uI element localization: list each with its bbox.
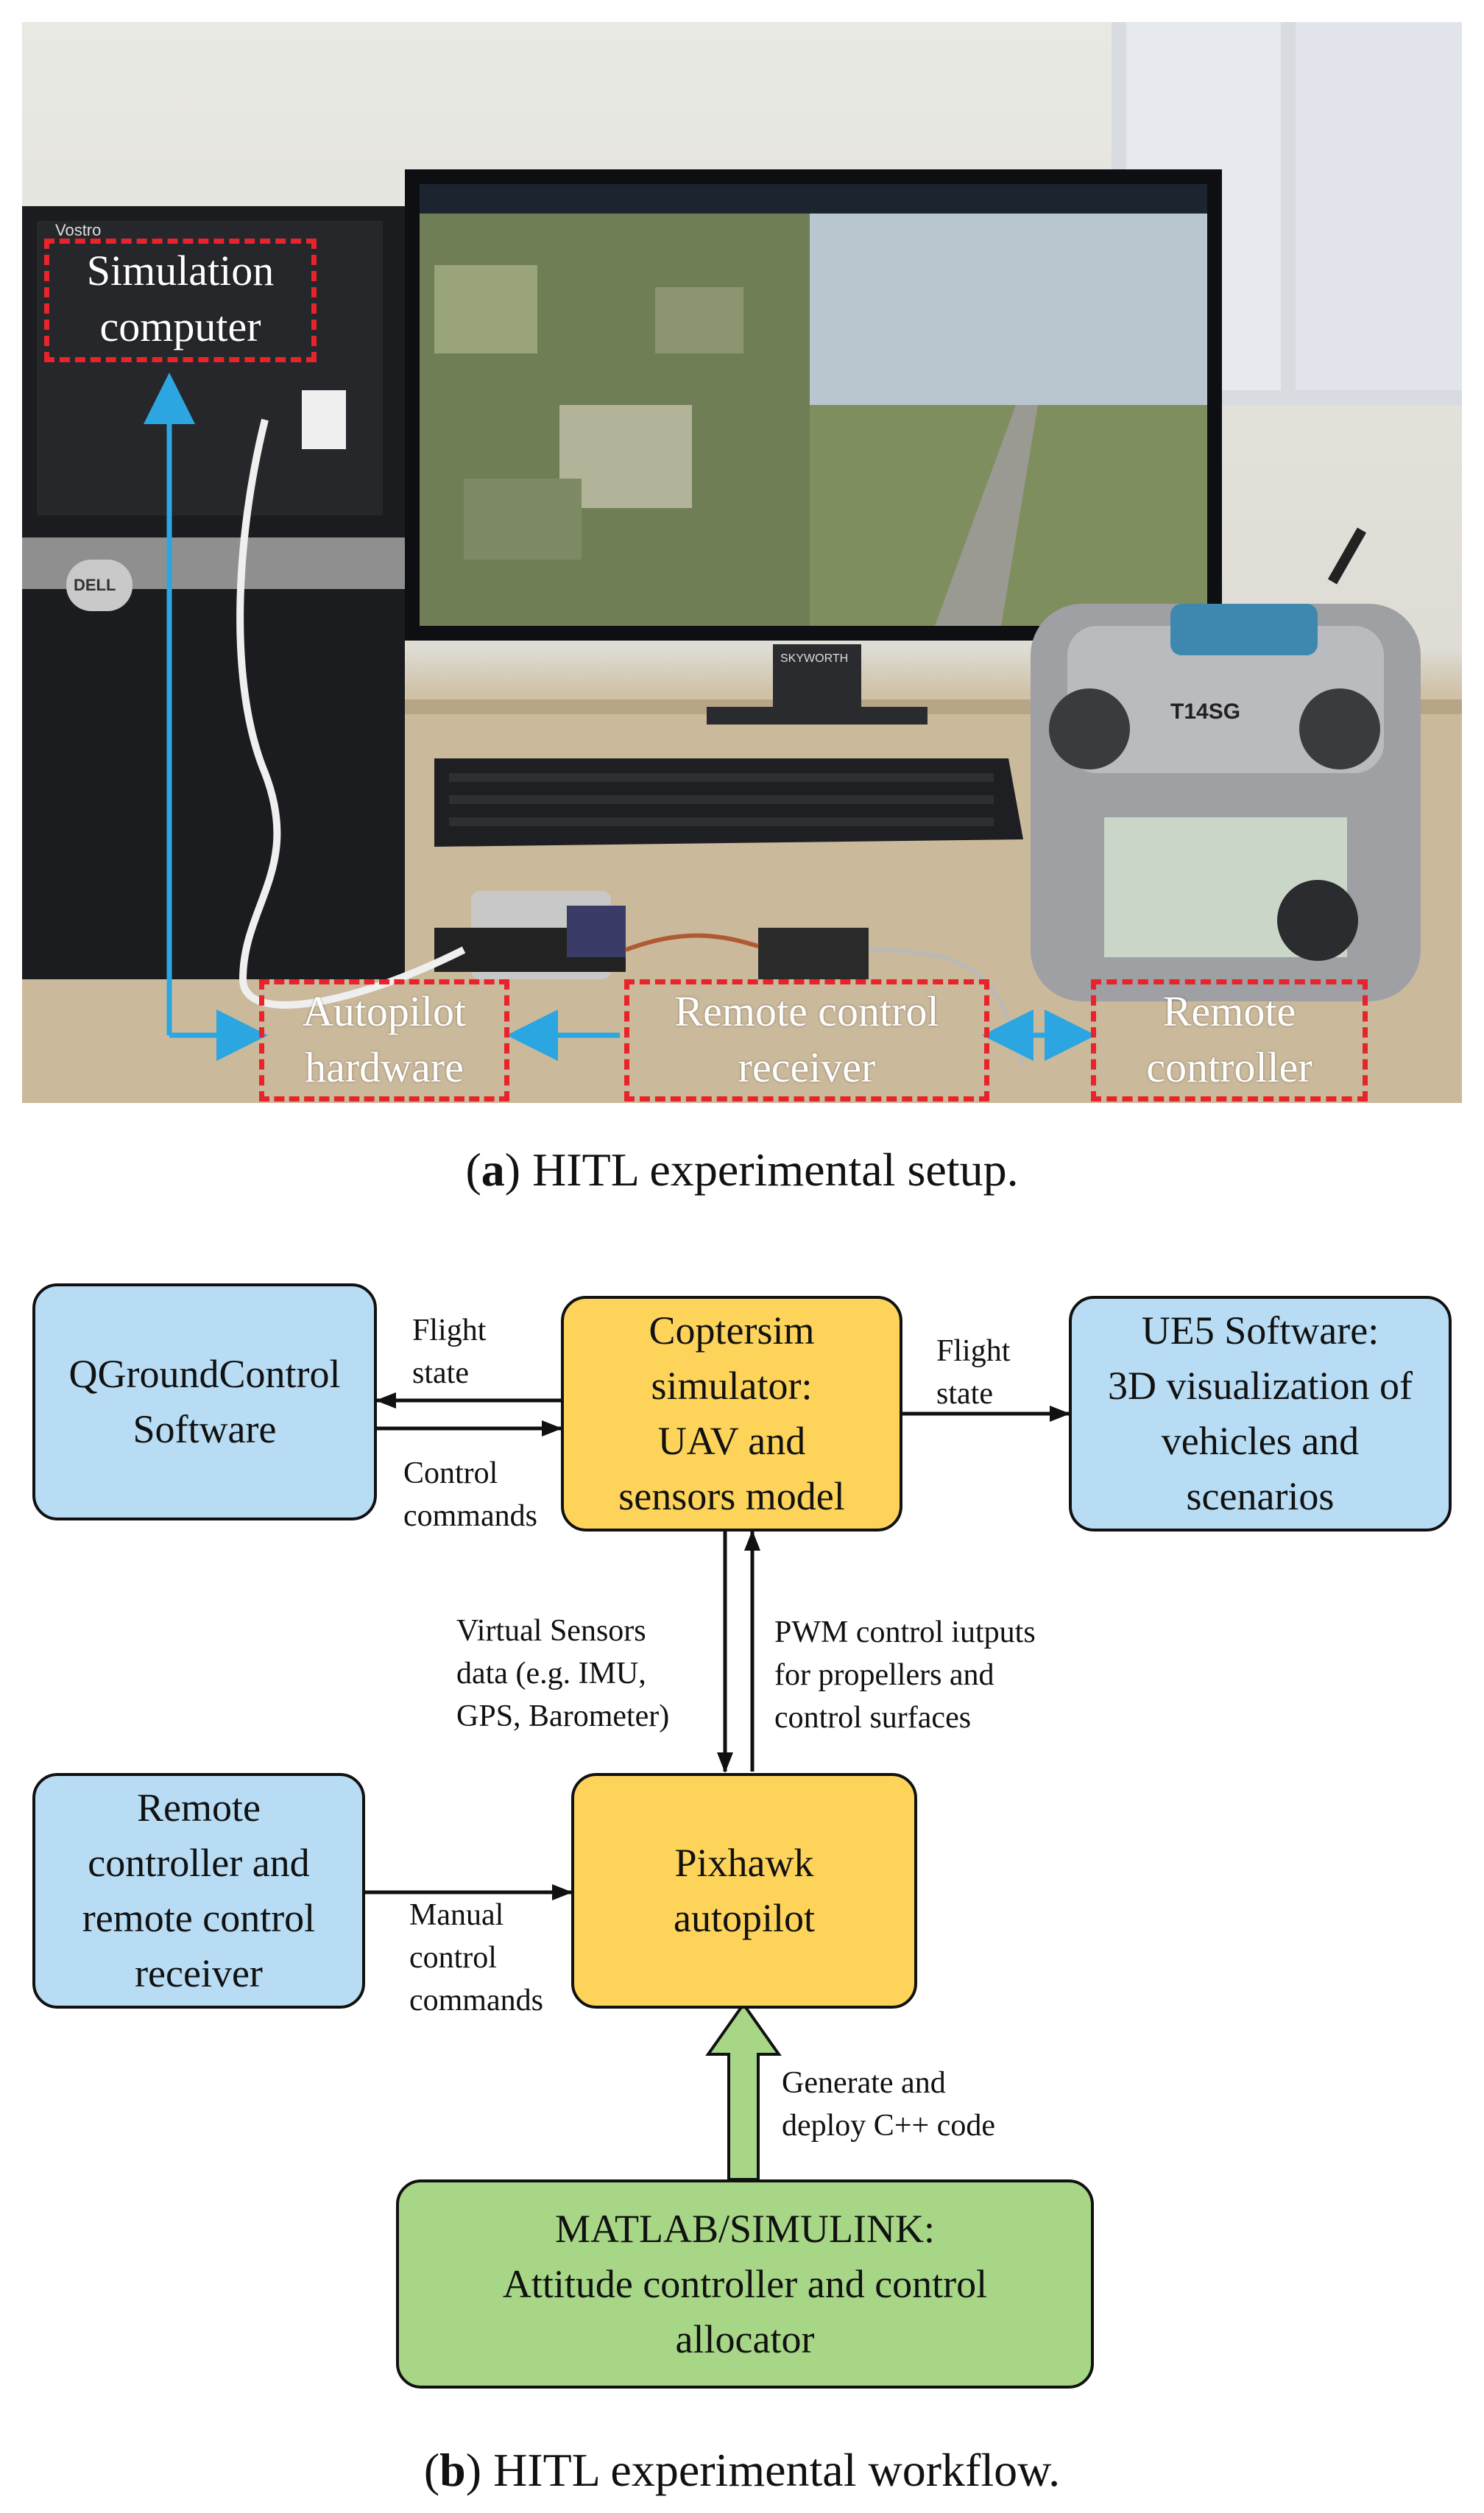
- matlab-simulink-node: MATLAB/SIMULINK:Attitude controller and …: [396, 2179, 1094, 2389]
- hitl-setup-photo: Vostro DELL SKYWORTH T14SG Simulation co…: [22, 22, 1462, 1103]
- remote-controller-box: [1091, 979, 1368, 1102]
- remote-controller-label: Remote controller: [1146, 987, 1312, 1091]
- caption-b: (b) HITL experimental workflow.: [423, 2444, 1061, 2496]
- rc-receiver-box: [624, 979, 989, 1102]
- autopilot-hardware-box: [259, 979, 509, 1102]
- simulation-computer-box: [44, 239, 317, 362]
- simulation-computer-label: Simulation computer: [86, 247, 275, 350]
- controller-model-text: T14SG: [1170, 699, 1241, 724]
- photo-connection-arrows: [144, 373, 1096, 1061]
- pc-brand-text: Vostro: [55, 221, 102, 239]
- autopilot-hardware-label: Autopilot hardware: [302, 987, 467, 1091]
- dell-logo: DELL: [74, 576, 116, 594]
- caption-a: (a) HITL experimental setup.: [465, 1143, 1019, 1196]
- rc-receiver-label: Remote control receiver: [674, 987, 939, 1091]
- monitor-brand-text: SKYWORTH: [780, 652, 849, 665]
